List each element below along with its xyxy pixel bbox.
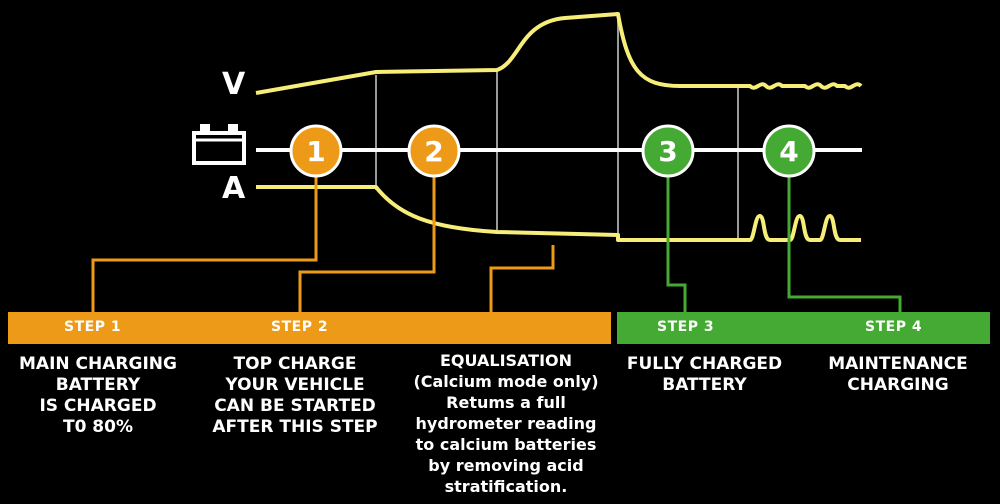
connector-equalisation: [489, 245, 555, 312]
equalisation-description: EQUALISATION (Calcium mode only) Retums …: [413, 351, 599, 496]
step-marker-2: 2: [407, 124, 461, 178]
svg-text:2: 2: [424, 135, 443, 168]
connector-step2: [298, 176, 436, 312]
connector-step4: [787, 176, 902, 312]
step-marker-1: 1: [289, 124, 343, 178]
step-marker-4: 4: [762, 124, 816, 178]
step-3-description: FULLY CHARGED BATTERY: [626, 354, 783, 395]
charging-steps-bar: [8, 312, 611, 344]
svg-text:4: 4: [779, 135, 798, 168]
step-2-label: STEP 2: [271, 319, 329, 335]
svg-text:1: 1: [306, 135, 325, 168]
charged-steps-bar: [617, 312, 990, 344]
battery-icon: [192, 124, 246, 165]
step-4-description: MAINTENANCE CHARGING: [828, 354, 968, 395]
step-1-description: MAIN CHARGING BATTERY IS CHARGED T0 80%: [19, 354, 177, 437]
svg-text:3: 3: [658, 135, 677, 168]
step-4-label: STEP 4: [865, 319, 923, 335]
current-curve: [256, 185, 861, 242]
voltage-curve: [255, 12, 863, 95]
step-3-label: STEP 3: [657, 319, 715, 335]
connector-step1: [91, 176, 318, 312]
step-1-label: STEP 1: [64, 319, 122, 335]
connector-step3: [666, 176, 687, 312]
step-2-description: TOP CHARGE YOUR VEHICLE CAN BE STARTED A…: [212, 354, 378, 437]
current-axis-label: A: [222, 171, 246, 206]
step-marker-3: 3: [641, 124, 695, 178]
voltage-axis-label: V: [222, 67, 246, 102]
